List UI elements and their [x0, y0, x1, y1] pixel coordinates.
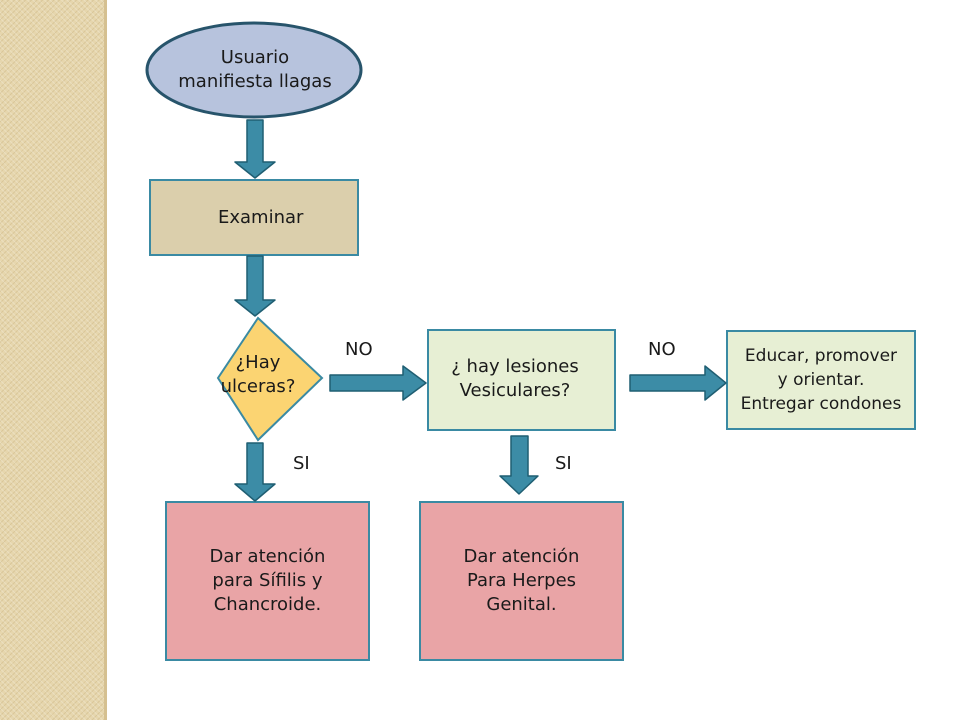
edge-label-no-1: NO: [345, 339, 373, 360]
educate-node-shape: [726, 330, 916, 430]
start-node-shape: [145, 21, 363, 119]
edge-label-si-2: SI: [555, 453, 572, 474]
herpes-care-shape: [419, 501, 624, 661]
arrow-decision-to-syphilis: [234, 442, 276, 502]
arrow-vesicular-to-herpes: [499, 435, 539, 495]
arrow-start-to-examine: [234, 119, 276, 179]
edge-label-no-2: NO: [648, 339, 676, 360]
arrow-vesicular-to-educate: [629, 365, 727, 401]
side-band-divider: [104, 0, 107, 720]
examine-node-shape: [149, 179, 359, 256]
vesicular-question-shape: [427, 329, 616, 431]
syphilis-care-shape: [165, 501, 370, 661]
decorative-side-band: [0, 0, 104, 720]
edge-label-si-1: SI: [293, 453, 310, 474]
arrow-examine-to-decision: [234, 255, 276, 317]
arrow-decision-to-vesicular: [329, 365, 427, 401]
ulcer-decision-shape: [216, 316, 324, 442]
